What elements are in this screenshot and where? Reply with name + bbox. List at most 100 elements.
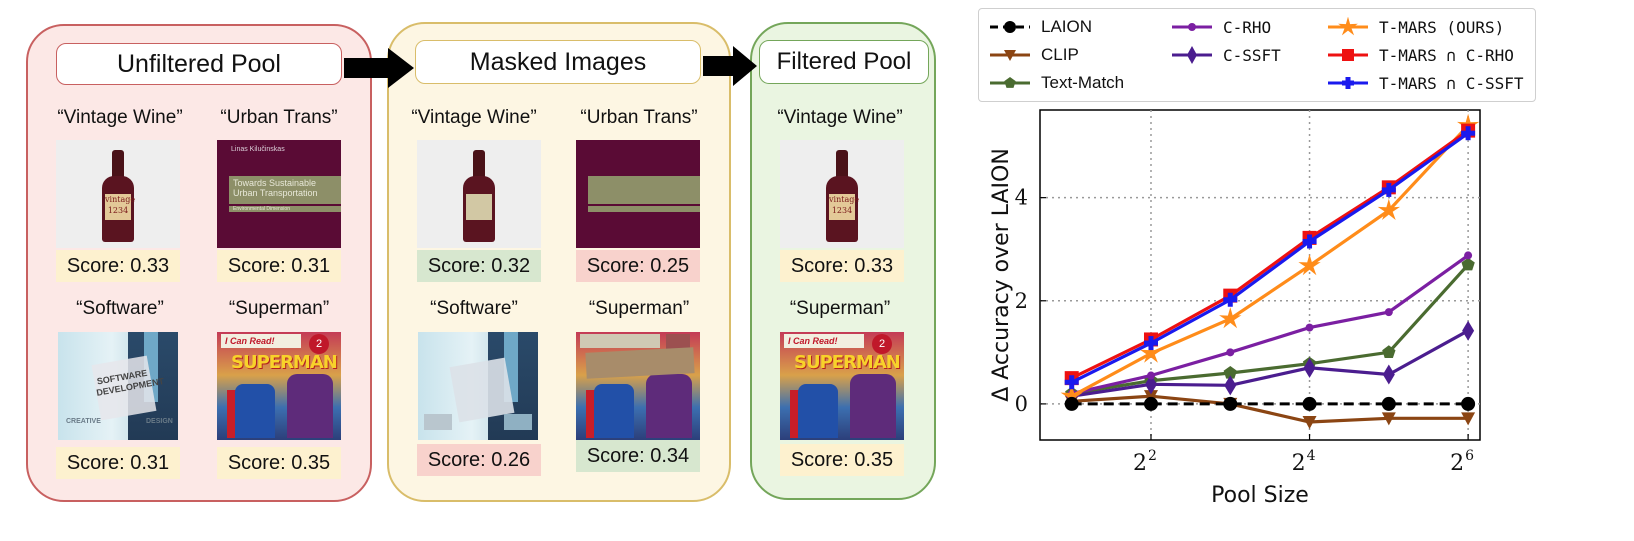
score-badge: Score: 0.33	[56, 250, 180, 282]
legend-swatch	[1328, 17, 1368, 36]
book-title: Towards Sustainable Urban Transportation	[233, 178, 318, 198]
marker-triangle	[1302, 415, 1317, 429]
x-tick-exponent: 2	[1148, 448, 1157, 464]
marker-pentagon	[1223, 366, 1237, 379]
score-badge: Score: 0.31	[217, 250, 341, 282]
book-image: Linas Kilučinskas Towards Sustainable Ur…	[217, 140, 341, 248]
item-label-vintage-wine: “Vintage Wine”	[411, 107, 537, 128]
legend-item: LAION	[987, 15, 1092, 39]
score-badge: Score: 0.33	[780, 250, 904, 282]
marker-star	[1139, 341, 1163, 363]
x-tick-exponent: 4	[1307, 448, 1316, 464]
marker-triangle	[1461, 412, 1476, 426]
wine-label: vintage 1234	[105, 194, 135, 220]
marker-dot	[1188, 23, 1196, 31]
marker-diamond	[1382, 364, 1395, 385]
series-line	[1071, 263, 1470, 396]
series-line	[1071, 329, 1469, 398]
item-label-vintage-wine: “Vintage Wine”	[57, 107, 183, 128]
software-image: SOFTWARE DEVELOPMENT CREATIVE DESIGN	[58, 332, 178, 440]
marker-plus	[1381, 182, 1396, 197]
legend-label: CLIP	[1041, 45, 1079, 64]
marker-circle	[1223, 396, 1238, 411]
legend-item: C-RHO	[1169, 15, 1271, 39]
superman-level: 2	[309, 334, 329, 354]
marker-plus-bar	[1307, 234, 1313, 249]
legend-label: C-RHO	[1223, 17, 1272, 37]
legend-item: C-SSFT	[1169, 43, 1281, 67]
marker-plus-bar	[1227, 292, 1233, 307]
marker-dot	[1464, 251, 1473, 260]
marker-dot	[1384, 308, 1393, 317]
legend-swatch	[990, 77, 1030, 88]
legend-label: Text-Match	[1041, 73, 1125, 92]
legend-swatch	[990, 21, 1030, 33]
masked-images-title: Masked Images	[415, 40, 701, 84]
series-line	[1071, 394, 1469, 424]
marker-diamond	[1187, 46, 1197, 64]
marker-plus-bar	[1465, 126, 1471, 141]
score-badge: Score: 0.35	[217, 447, 341, 479]
marker-circle	[1302, 396, 1317, 411]
legend-swatch	[1172, 23, 1212, 31]
marker-star	[1219, 307, 1242, 329]
superman-image: I Can Read! 2 SUPERMAN	[217, 332, 341, 440]
wine-label: vintage 1234	[829, 194, 859, 220]
marker-star	[1338, 17, 1358, 36]
marker-circle	[1461, 396, 1476, 411]
legend-swatch	[1328, 77, 1368, 89]
series-line	[1070, 131, 1470, 384]
x-axis-label: Pool Size	[1211, 483, 1309, 508]
legend-swatch	[990, 50, 1030, 61]
series-line	[1070, 124, 1470, 398]
masked-software-image	[418, 332, 538, 440]
series-line	[1070, 129, 1470, 380]
item-label-superman: “Superman”	[588, 298, 690, 319]
y-tick-label: 0	[1015, 392, 1028, 416]
marker-plus	[1461, 126, 1476, 141]
item-label-software: “Software”	[76, 298, 164, 319]
marker-diamond	[1224, 375, 1237, 396]
book-subtitle: Environmental Dimension	[233, 206, 290, 212]
marker-plus	[1143, 336, 1158, 351]
marker-circle	[1143, 396, 1158, 411]
x-tick-label: 24	[1292, 448, 1316, 476]
marker-circle	[1064, 396, 1079, 411]
y-tick-label: 4	[1015, 186, 1028, 210]
marker-dot	[1305, 323, 1314, 332]
filtered-pool-title: Filtered Pool	[759, 40, 929, 84]
marker-diamond	[1144, 374, 1157, 395]
legend-label: LAION	[1041, 17, 1093, 36]
x-tick-label: 26	[1450, 448, 1474, 476]
series-line	[1071, 254, 1470, 396]
score-badge: Score: 0.34	[576, 440, 700, 472]
marker-pentagon	[1004, 77, 1016, 88]
marker-plus-bar	[1345, 77, 1351, 89]
item-label-urban-trans: “Urban Trans”	[580, 107, 698, 128]
legend-label: T-MARS ∩ C-RHO	[1379, 45, 1514, 65]
marker-diamond	[1462, 320, 1475, 341]
legend-item: CLIP	[987, 43, 1079, 67]
marker-dot	[1226, 348, 1235, 357]
superman-title: SUPERMAN	[231, 352, 338, 373]
item-label-vintage-wine: “Vintage Wine”	[777, 107, 903, 128]
score-badge: Score: 0.26	[417, 444, 541, 476]
superman-title: SUPERMAN	[794, 352, 901, 373]
item-label-superman: “Superman”	[789, 298, 891, 319]
legend-swatch	[1328, 49, 1368, 61]
marker-diamond	[1303, 357, 1316, 378]
filtered-superman-image: I Can Read! 2 SUPERMAN	[780, 332, 904, 440]
legend-item: T-MARS ∩ C-SSFT	[1325, 71, 1524, 95]
score-badge: Score: 0.35	[780, 444, 904, 476]
legend-swatch	[1172, 46, 1212, 64]
masked-superman-image	[576, 332, 700, 440]
legend-label: C-SSFT	[1223, 45, 1281, 65]
marker-plus-bar	[1069, 375, 1075, 390]
superman-banner: I Can Read!	[221, 334, 301, 348]
marker-pentagon	[1382, 345, 1396, 358]
marker-plus	[1064, 375, 1079, 390]
item-label-superman: “Superman”	[228, 298, 330, 319]
series-c-rho	[1067, 251, 1473, 398]
